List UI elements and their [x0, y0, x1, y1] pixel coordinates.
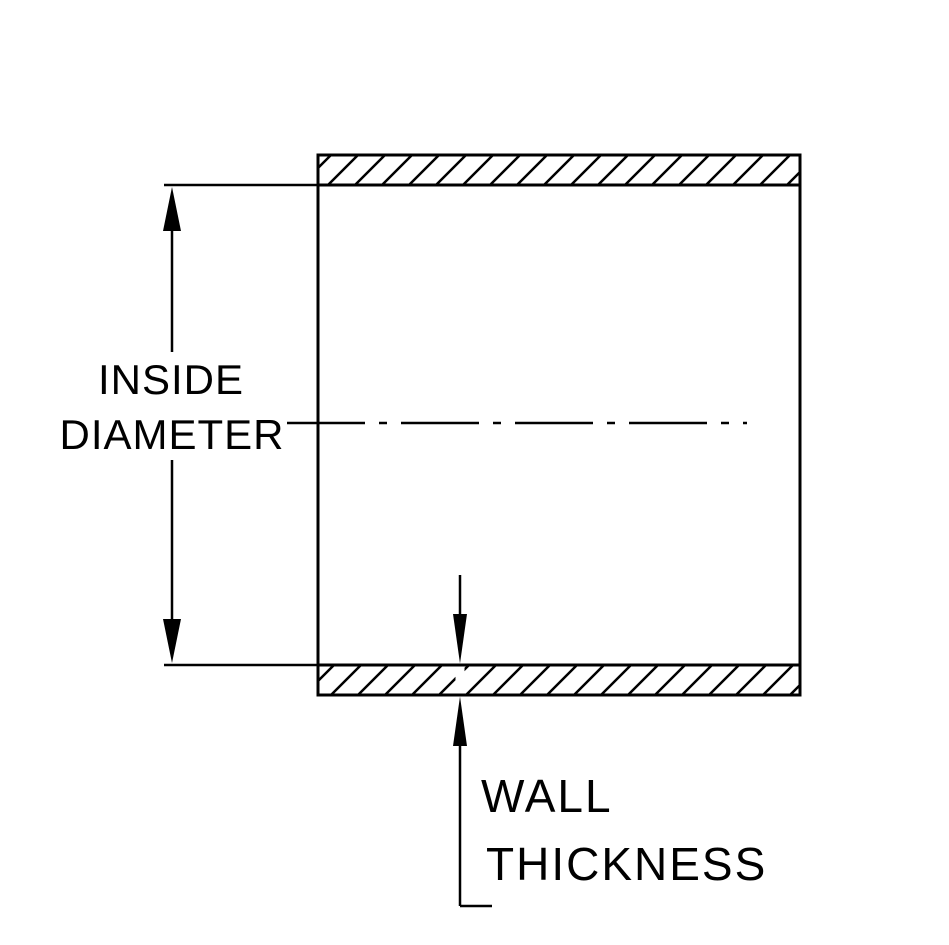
wall-thickness-arrow-up-icon [453, 696, 467, 746]
wall-thickness-arrow-down-icon [453, 614, 467, 664]
tube-body-outline [316, 153, 802, 697]
wall-thickness-label-line2: THICKNESS [486, 838, 767, 890]
diagram-arrowheads [163, 187, 467, 746]
inside-diameter-label-line1: INSIDE [98, 356, 244, 403]
wall-thickness-label-line1: WALL [481, 770, 613, 822]
diagram-linework [164, 153, 802, 908]
inside-diameter-arrow-down-icon [163, 619, 181, 663]
tube-top-wall [316, 153, 802, 187]
tube-bottom-wall [316, 663, 802, 697]
diagram-labels: INSIDE DIAMETER WALL THICKNESS [59, 356, 767, 890]
inside-diameter-label-line2: DIAMETER [59, 411, 284, 458]
inside-diameter-arrow-up-icon [163, 187, 181, 231]
wall-thickness-dimension-gap [455, 667, 465, 694]
